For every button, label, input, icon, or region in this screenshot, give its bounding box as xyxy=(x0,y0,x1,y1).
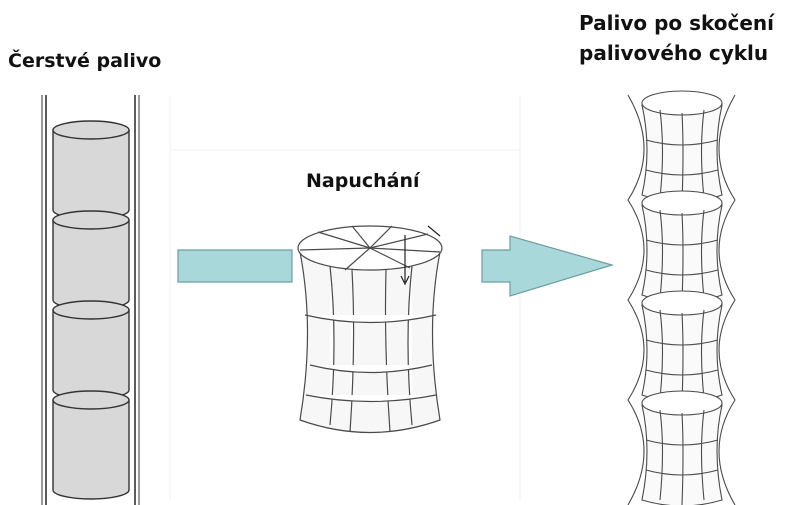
fuel-pellet xyxy=(642,91,722,203)
end-of-cycle-fuel-rod xyxy=(628,91,735,505)
arrow-right-icon xyxy=(482,236,612,296)
fuel-pellet xyxy=(642,191,722,303)
arrow-right-icon xyxy=(178,250,292,282)
fuel-pellet xyxy=(53,301,129,399)
fuel-pellet xyxy=(53,211,129,309)
fuel-pellet xyxy=(642,291,722,403)
fuel-pellet xyxy=(53,121,129,219)
fuel-pellet xyxy=(642,391,722,505)
fresh-fuel-rod xyxy=(42,95,139,505)
fuel-pellet xyxy=(53,391,129,499)
swollen-pellet xyxy=(298,226,442,433)
